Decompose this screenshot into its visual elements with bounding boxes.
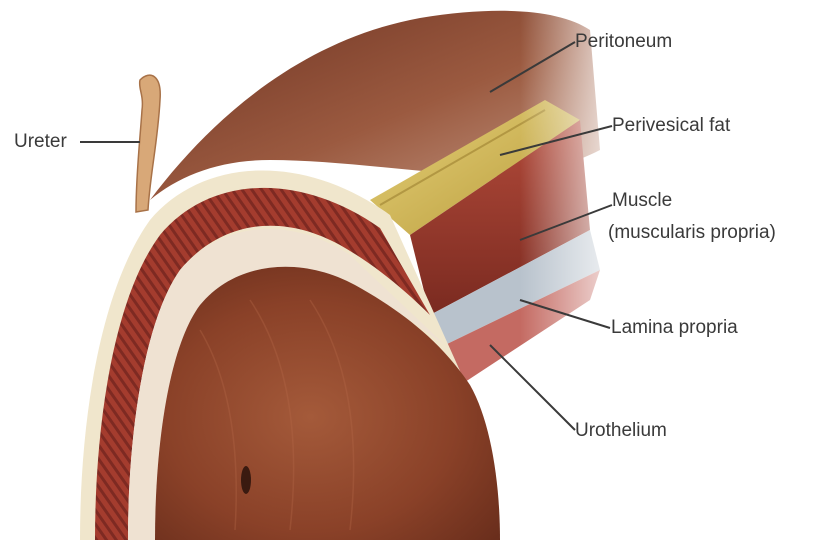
label-muscle: Muscle: [612, 190, 672, 212]
label-peritoneum: Peritoneum: [575, 31, 672, 53]
label-perivesical-fat: Perivesical fat: [612, 115, 730, 137]
label-urothelium: Urothelium: [575, 420, 667, 442]
label-ureter: Ureter: [14, 131, 67, 153]
right-fade: [520, 0, 640, 540]
label-muscularis-propria: (muscularis propria): [608, 222, 776, 244]
ureteric-orifice: [241, 466, 251, 494]
label-lamina-propria: Lamina propria: [611, 317, 738, 339]
